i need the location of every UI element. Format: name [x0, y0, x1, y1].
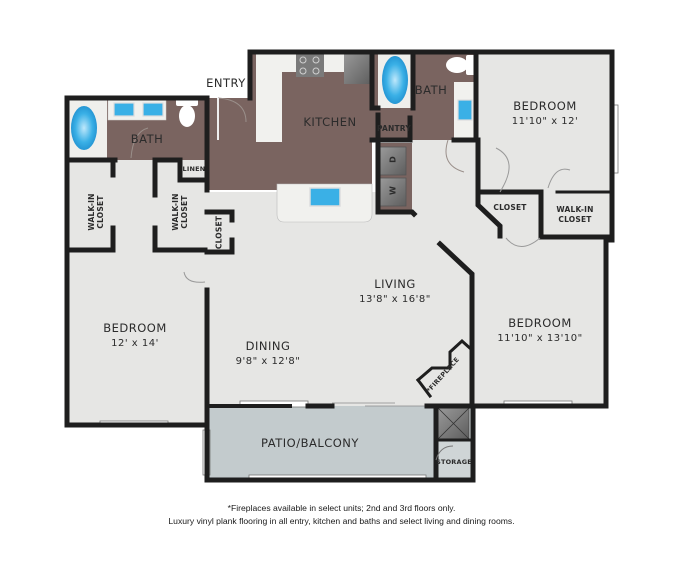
walkin-closet-right-label: WALK-IN CLOSET: [556, 205, 594, 224]
kitchen-label: KITCHEN: [303, 115, 357, 129]
bedroom-bottom-right-label: BEDROOM: [508, 316, 572, 330]
island-sink: [309, 187, 341, 207]
bedroom-bottom-right-dimensions: 11'10" x 13'10": [497, 333, 583, 344]
footnote-fireplaces: *Fireplaces available in select units; 2…: [227, 503, 456, 513]
sink-right: [457, 99, 473, 121]
bath-left-label: BATH: [130, 132, 164, 146]
sink-left-2: [142, 102, 164, 117]
walls: [64, 49, 615, 483]
bath-right-label: BATH: [414, 83, 448, 97]
living-label: LIVING: [374, 277, 416, 291]
washer: [379, 177, 407, 207]
footnote-flooring: Luxury vinyl plank flooring in all entry…: [168, 516, 515, 526]
walkin-closet-left-2-label: WALK-IN CLOSET: [171, 193, 189, 231]
linen-label: LINEN: [182, 165, 206, 173]
entry-label: ENTRY: [206, 76, 246, 90]
walkin-closet-left-1-label: WALK-IN CLOSET: [87, 193, 105, 231]
bedroom-left-dimensions: 12' x 14': [111, 338, 159, 349]
dining-dimensions: 9'8" x 12'8": [235, 356, 301, 367]
patio-floor: [207, 406, 473, 480]
dining-label: DINING: [245, 339, 291, 353]
storage-label: STORAGE: [436, 458, 472, 466]
patio-label: PATIO/BALCONY: [261, 436, 359, 450]
refrigerator: [344, 52, 372, 84]
pantry-label: PANTRY: [376, 124, 411, 133]
carpet-floor: [67, 52, 611, 425]
sink-left-1: [113, 102, 135, 117]
bedroom-top-right-dimensions: 11'10" x 12': [511, 116, 579, 127]
bathtub-right: [382, 56, 408, 104]
dryer: [379, 146, 407, 176]
dryer-label: D: [388, 156, 398, 163]
door-swings: [130, 97, 571, 461]
living-dimensions: 13'8" x 16'8": [359, 294, 431, 305]
bedroom-left-label: BEDROOM: [103, 321, 167, 335]
closet-small-label: CLOSET: [214, 215, 224, 250]
toilet-left: [179, 105, 195, 127]
toilet-right: [446, 57, 468, 73]
bathtub-left: [71, 106, 97, 150]
washer-label: W: [388, 185, 398, 196]
closet-right-label: CLOSET: [493, 203, 527, 212]
bedroom-top-right-label: BEDROOM: [513, 99, 577, 113]
